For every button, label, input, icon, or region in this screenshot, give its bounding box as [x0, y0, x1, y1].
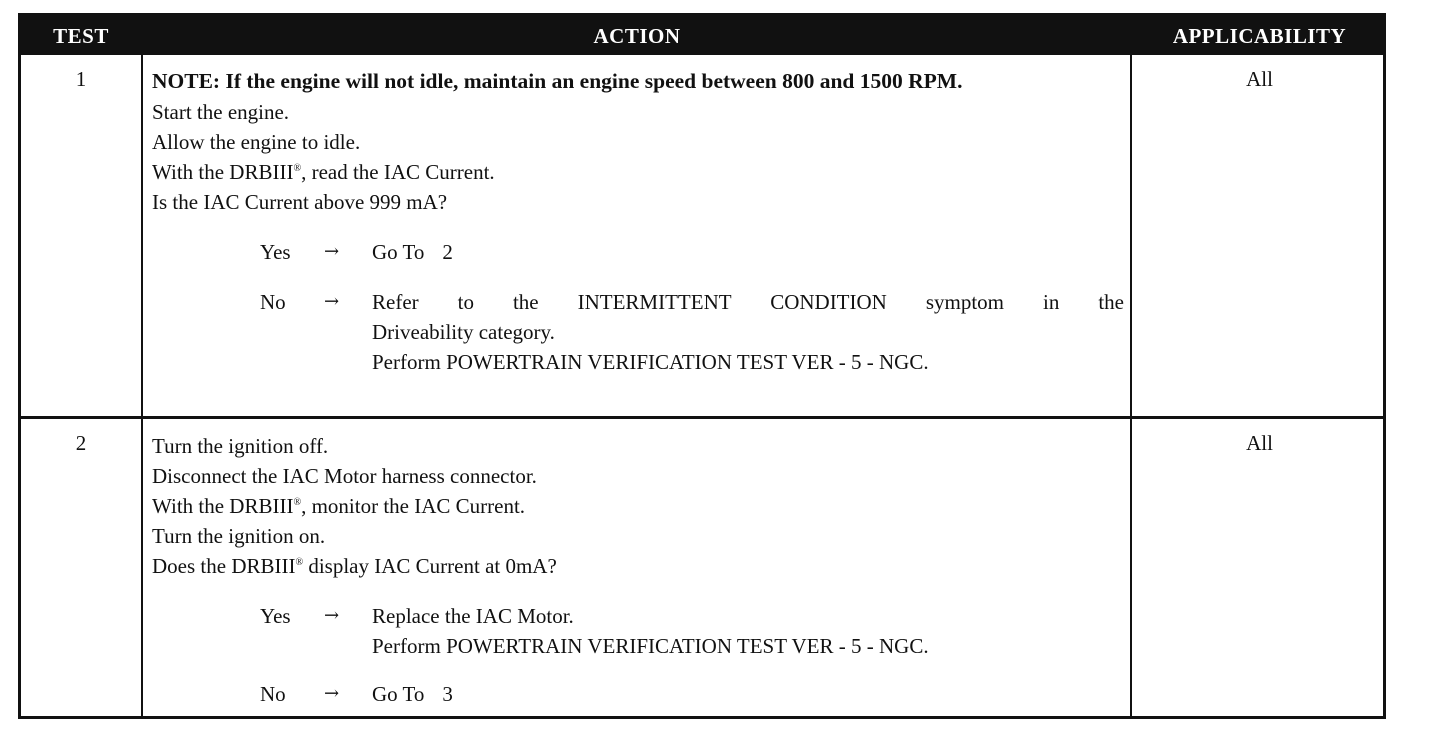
row-divider — [21, 416, 1383, 419]
right-arrow-icon: → — [324, 291, 340, 312]
registered-mark: ® — [295, 557, 304, 568]
result-yes: Yes → Go To 2 — [260, 237, 1124, 267]
goto-number: 3 — [442, 682, 453, 706]
goto-number: 2 — [442, 240, 453, 264]
step-text-part: , monitor the IAC Current. — [301, 494, 526, 518]
step-text-part: With the DRBIII — [152, 160, 294, 184]
right-arrow-icon: → — [324, 605, 340, 626]
step-text-part: Does the DRBIII — [152, 554, 296, 578]
yes-label: Yes — [260, 604, 291, 628]
header-applicability: APPLICABILITY — [1172, 24, 1347, 48]
registered-mark: ® — [293, 163, 302, 174]
goto-text: Go To — [372, 682, 425, 706]
step-text: With the DRBIII®, monitor the IAC Curren… — [152, 491, 1124, 521]
test-number: 2 — [75, 431, 87, 455]
diagnostic-test-table: TEST ACTION APPLICABILITY 1 NOTE: If the… — [18, 13, 1386, 719]
no-label: No — [260, 682, 286, 706]
action-cell: Turn the ignition off. Disconnect the IA… — [152, 431, 1124, 709]
header-action: ACTION — [593, 24, 681, 48]
table-header: TEST ACTION APPLICABILITY — [21, 16, 1383, 55]
table-row-test-1: 1 NOTE: If the engine will not idle, mai… — [21, 55, 1383, 416]
column-divider-applicability — [1130, 55, 1132, 716]
note-text: NOTE: If the engine will not idle, maint… — [152, 69, 963, 93]
no-label: No — [260, 290, 286, 314]
header-test: TEST — [53, 24, 109, 48]
step-text-part: , read the IAC Current. — [301, 160, 495, 184]
goto-text: Go To — [372, 240, 425, 264]
result-text: Perform POWERTRAIN VERIFICATION TEST VER… — [372, 350, 929, 374]
action-cell: NOTE: If the engine will not idle, maint… — [152, 67, 1124, 377]
right-arrow-icon: → — [324, 683, 340, 704]
step-text-part: display IAC Current at 0mA? — [303, 554, 557, 578]
applicability-value: All — [1246, 67, 1273, 91]
test-number: 1 — [75, 67, 87, 91]
step-text: Turn the ignition on. — [152, 524, 326, 548]
result-yes: Yes → Replace the IAC Motor. Perform POW… — [260, 601, 1124, 661]
step-text: Turn the ignition off. — [152, 434, 329, 458]
result-text: Driveability category. — [372, 320, 555, 344]
right-arrow-icon: → — [324, 241, 340, 262]
step-text: With the DRBIII®, read the IAC Current. — [152, 157, 1124, 187]
column-divider-test — [141, 55, 143, 716]
registered-mark: ® — [293, 497, 302, 508]
result-text: Perform POWERTRAIN VERIFICATION TEST VER… — [372, 634, 929, 658]
table-row-test-2: 2 Turn the ignition off. Disconnect the … — [21, 419, 1383, 716]
result-no: No → Go To 3 — [260, 679, 1124, 709]
step-text-part: With the DRBIII — [152, 494, 294, 518]
result-text: Replace the IAC Motor. — [372, 604, 574, 628]
result-text: Refer to the INTERMITTENT CONDITION symp… — [372, 290, 1124, 314]
step-text: Disconnect the IAC Motor harness connect… — [152, 464, 537, 488]
applicability-value: All — [1246, 431, 1273, 455]
step-text: Allow the engine to idle. — [152, 130, 361, 154]
question-text: Is the IAC Current above 999 mA? — [152, 190, 448, 214]
step-text: Start the engine. — [152, 100, 290, 124]
result-no: No → Refer to the INTERMITTENT CONDITION… — [260, 287, 1124, 377]
question-text: Does the DRBIII® display IAC Current at … — [152, 551, 1124, 581]
yes-label: Yes — [260, 240, 291, 264]
